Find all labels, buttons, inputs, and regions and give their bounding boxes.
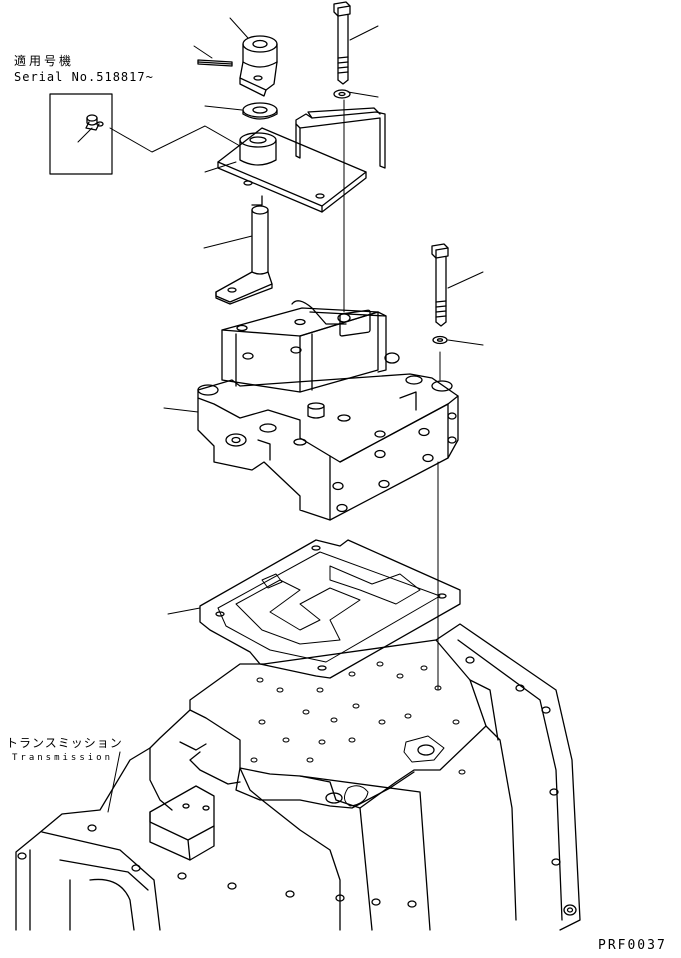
alignment-lines bbox=[344, 100, 440, 690]
top-bolt-part bbox=[334, 2, 350, 84]
valve-body-part bbox=[198, 374, 458, 520]
serial-label-jp: 適用号機 bbox=[14, 54, 75, 68]
grease-nipple-icon bbox=[86, 115, 103, 130]
leader-lines bbox=[78, 18, 483, 812]
shaft-arm-part bbox=[216, 206, 272, 304]
transmission-label-en: Transmission bbox=[12, 753, 114, 763]
right-lock-washer-part bbox=[433, 337, 447, 344]
gasket-part bbox=[200, 540, 460, 678]
serial-number-label: Serial No.518817~ bbox=[14, 70, 154, 84]
top-lock-washer-part bbox=[334, 90, 350, 98]
pin-part bbox=[198, 60, 232, 66]
serial-inset-box bbox=[50, 94, 240, 174]
z-bracket-part bbox=[296, 108, 385, 168]
washer-part bbox=[243, 103, 277, 119]
drawing-code: PRF0037 bbox=[598, 938, 667, 953]
solenoid-valve-part bbox=[222, 301, 399, 392]
transmission-label-jp: トランスミッション bbox=[6, 736, 123, 750]
right-bolt-part bbox=[432, 244, 448, 326]
bracket-plate-part bbox=[218, 128, 366, 212]
lever-collar-part bbox=[240, 36, 277, 96]
transmission-case-part bbox=[16, 624, 580, 930]
